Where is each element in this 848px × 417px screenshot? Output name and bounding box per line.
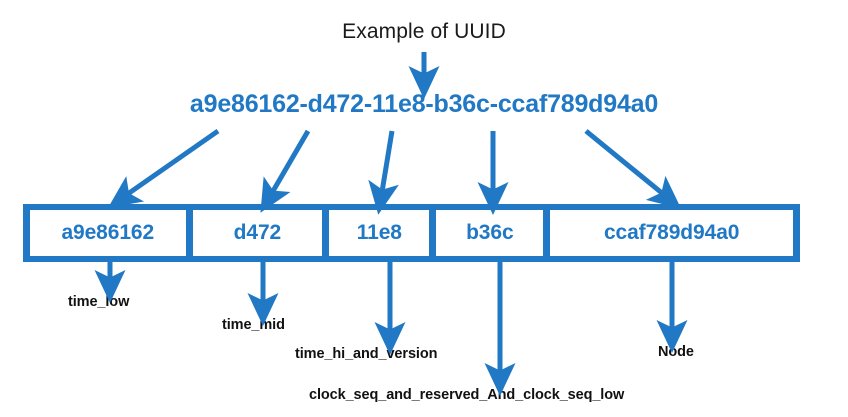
- label-clock-seq: clock_seq_and_reserved_And_clock_seq_low: [309, 387, 625, 403]
- arrow-uuid-to-time-hi: [368, 130, 399, 215]
- label-time-mid: time_mid: [222, 317, 285, 333]
- label-node: Node: [658, 344, 694, 360]
- segment-cell-time-mid: d472: [192, 210, 323, 256]
- label-time-hi: time_hi_and_version: [295, 346, 438, 362]
- page-title: Example of UUID: [342, 20, 506, 43]
- segment-cell-node: ccaf789d94a0: [550, 210, 793, 256]
- segment-cell-time-low: a9e86162: [30, 210, 186, 256]
- segment-cell-time-hi: 11e8: [329, 210, 430, 256]
- segment-cell-clock-seq: b36c: [436, 210, 544, 256]
- arrow-uuid-to-time-low: [108, 128, 220, 208]
- arrow-uuid-to-time-mid: [260, 129, 311, 213]
- uuid-value: a9e86162-d472-11e8-b36c-ccaf789d94a0: [189, 90, 659, 118]
- label-time-low: time_low: [68, 294, 130, 310]
- arrow-uuid-to-node: [584, 129, 682, 209]
- uuid-segment-bar: a9e86162 d472 11e8 b36c ccaf789d94a0: [23, 204, 800, 262]
